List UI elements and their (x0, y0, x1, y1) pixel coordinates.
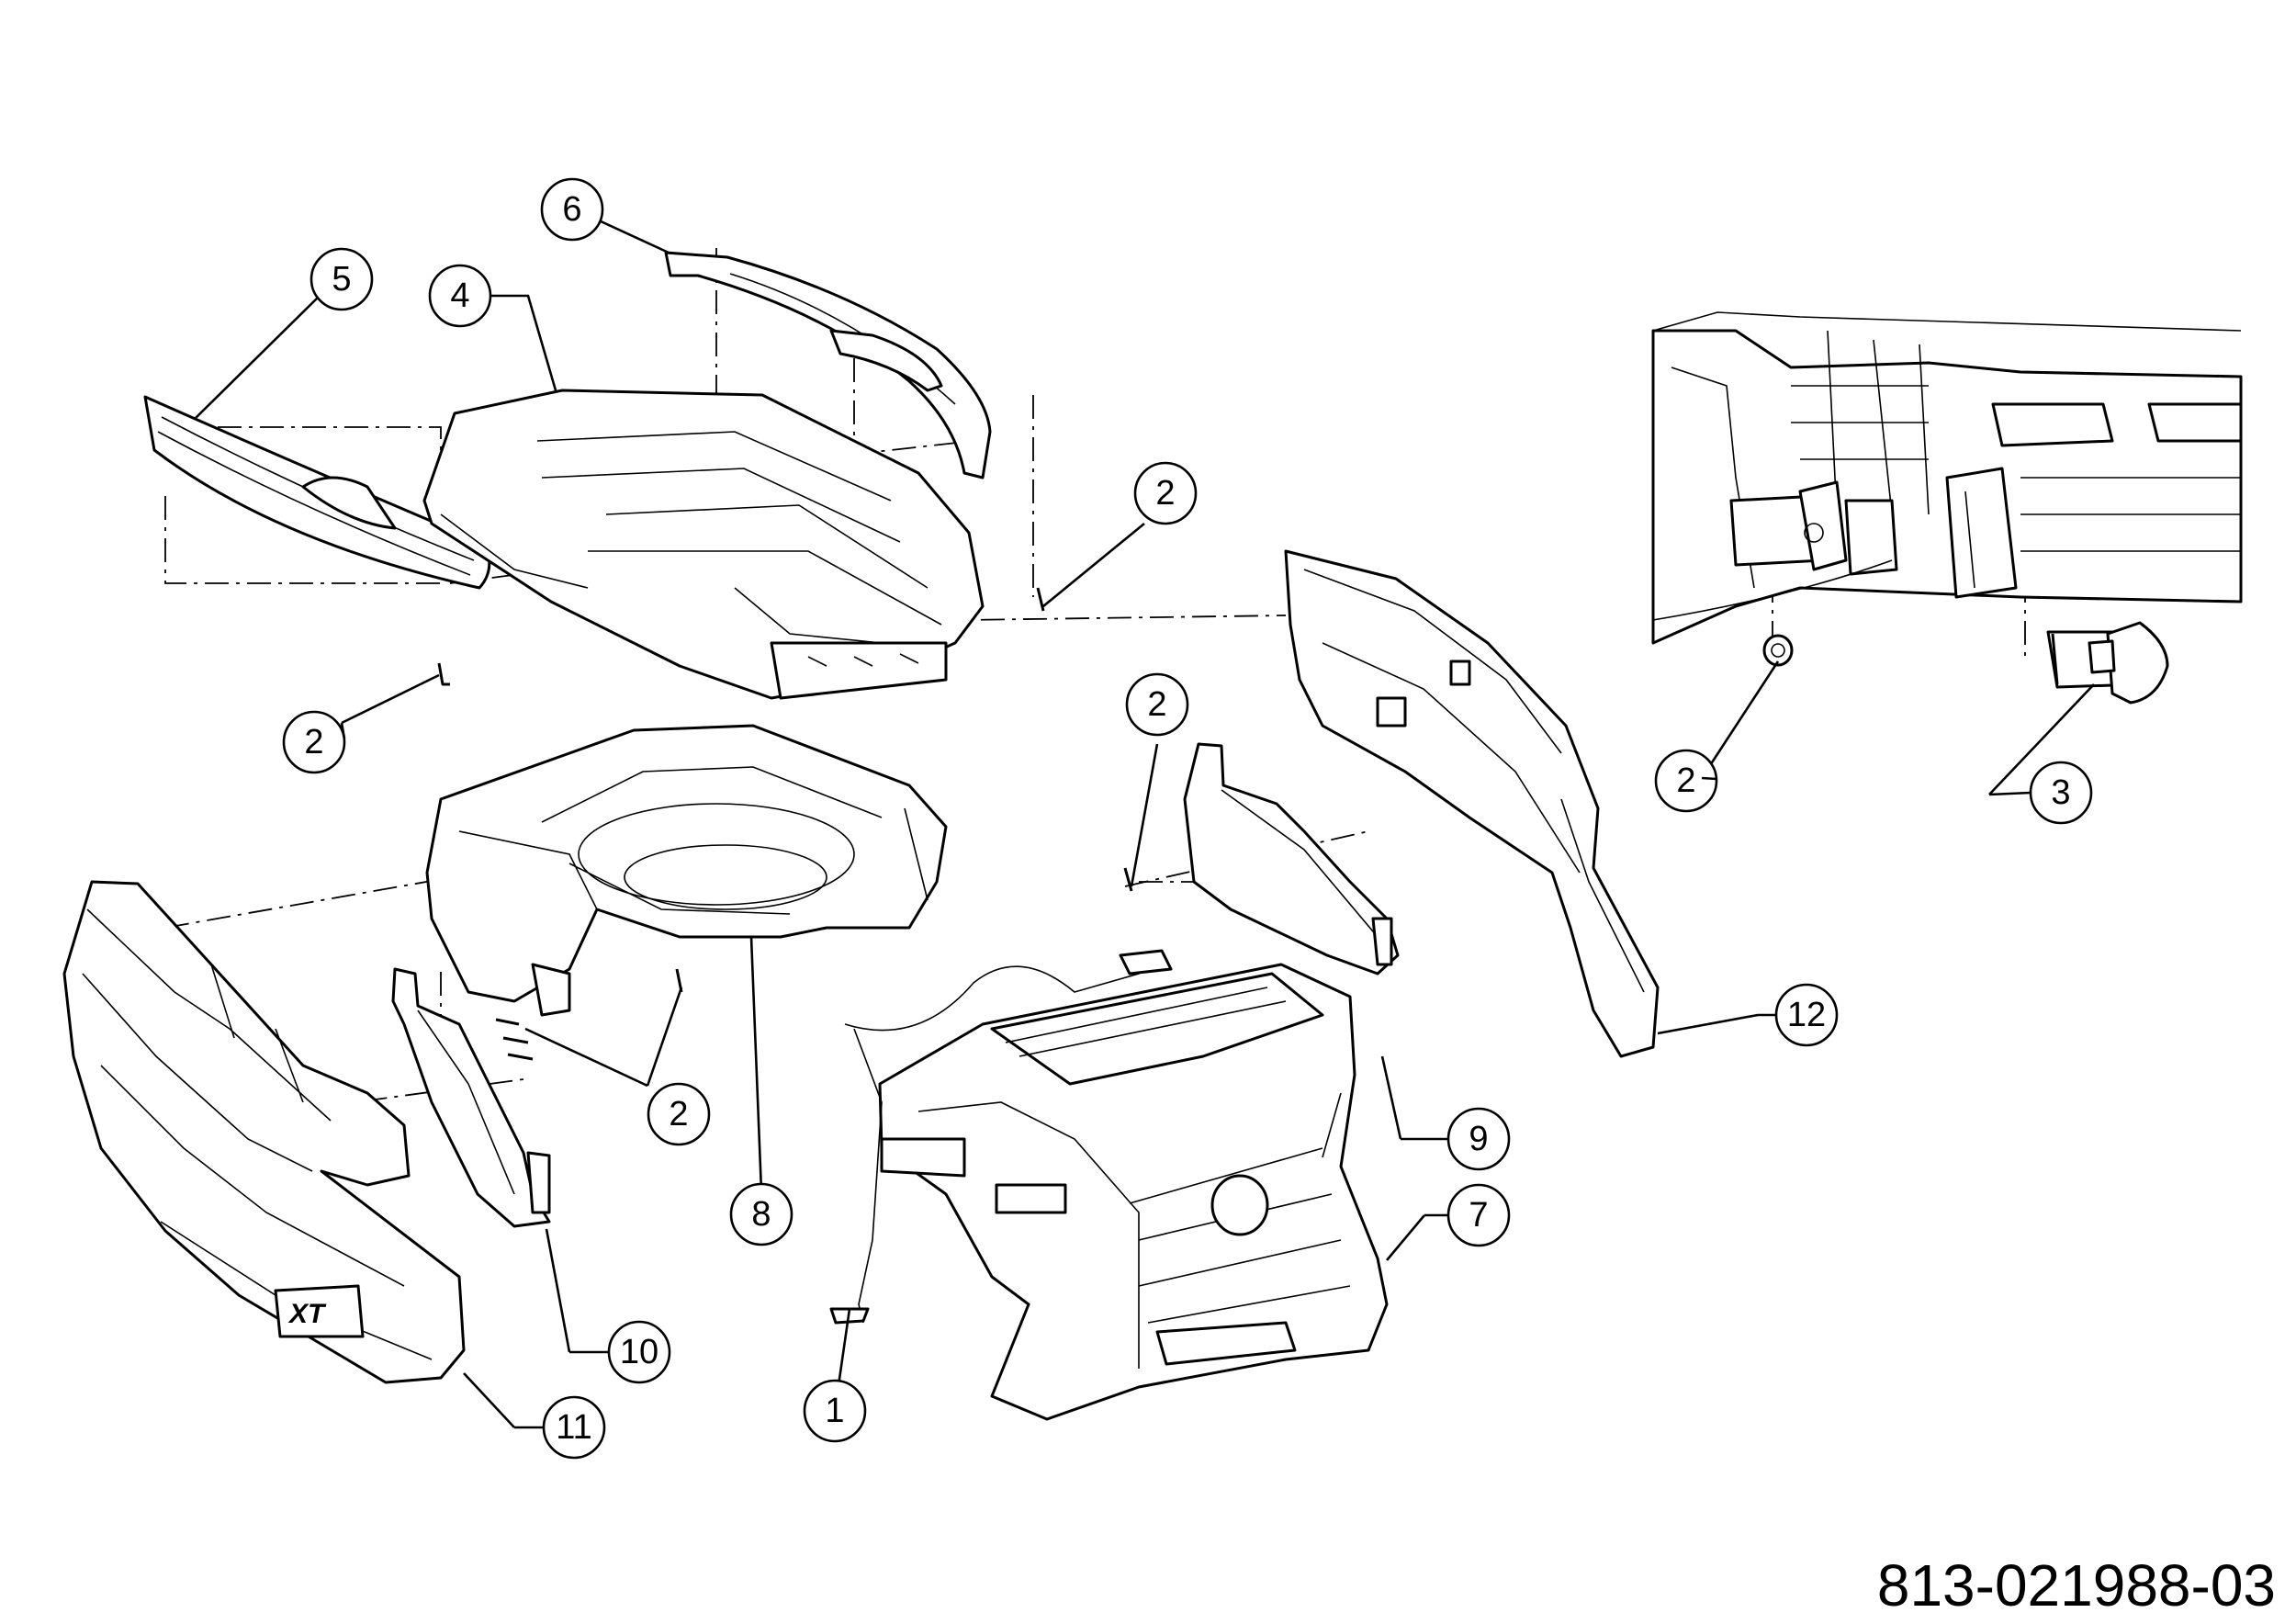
svg-text:12: 12 (1787, 996, 1826, 1034)
svg-text:2: 2 (669, 1095, 688, 1133)
part-8-battery-tray (425, 724, 948, 1017)
svg-text:6: 6 (562, 190, 581, 229)
part-3-bushing (2046, 621, 2169, 705)
bumper-logo-text: XT (287, 1299, 327, 1329)
callout-2-b: 2 (282, 710, 346, 774)
callout-12: 12 (1774, 983, 1839, 1047)
part-11-front-bumper: XT (62, 880, 466, 1384)
svg-text:3: 3 (2051, 773, 2070, 812)
svg-text:11: 11 (556, 1408, 591, 1447)
callout-11: 11 (542, 1395, 606, 1460)
screws (437, 587, 1794, 1325)
callout-2-c: 2 (1125, 672, 1189, 737)
part-6-rear-trim (664, 251, 992, 479)
part-10-left-bracket (391, 967, 551, 1228)
svg-text:1: 1 (825, 1392, 844, 1430)
svg-text:7: 7 (1469, 1196, 1488, 1235)
part-9-right-bracket (1183, 742, 1400, 976)
svg-text:10: 10 (620, 1333, 658, 1371)
callout-3: 3 (2029, 761, 2093, 825)
callout-2-e: 2 (1654, 749, 1718, 813)
svg-text:4: 4 (450, 276, 469, 315)
part-7-front-housing (844, 949, 1389, 1421)
svg-text:5: 5 (332, 260, 351, 299)
inset-detail (1651, 311, 2243, 645)
part-5-side-cover (143, 395, 491, 590)
callout-8: 8 (729, 1182, 793, 1246)
svg-text:9: 9 (1469, 1120, 1488, 1158)
callout-4: 4 (428, 264, 492, 328)
callout-2-a: 2 (1133, 461, 1198, 525)
part-12-right-side-panel (1284, 549, 1660, 1058)
svg-text:2: 2 (1155, 474, 1175, 513)
svg-text:2: 2 (1147, 685, 1166, 724)
leader-lines (194, 219, 2095, 1428)
callout-2-d: 2 (647, 1082, 711, 1146)
svg-text:2: 2 (304, 723, 323, 761)
callout-connectors (340, 722, 2032, 1429)
svg-text:2: 2 (1676, 761, 1695, 800)
part-4-top-hood (422, 389, 985, 700)
callout-10: 10 (607, 1320, 671, 1384)
callouts: 6 5 4 2 2 2 2 2 (282, 177, 2093, 1460)
callout-9: 9 (1446, 1107, 1511, 1171)
callout-5: 5 (310, 247, 374, 311)
callout-6: 6 (540, 177, 604, 242)
callout-7: 7 (1446, 1183, 1511, 1247)
diagram-part-number: 813-021988-03 (1877, 1552, 2276, 1618)
svg-text:8: 8 (751, 1195, 771, 1234)
callout-1: 1 (803, 1379, 867, 1443)
